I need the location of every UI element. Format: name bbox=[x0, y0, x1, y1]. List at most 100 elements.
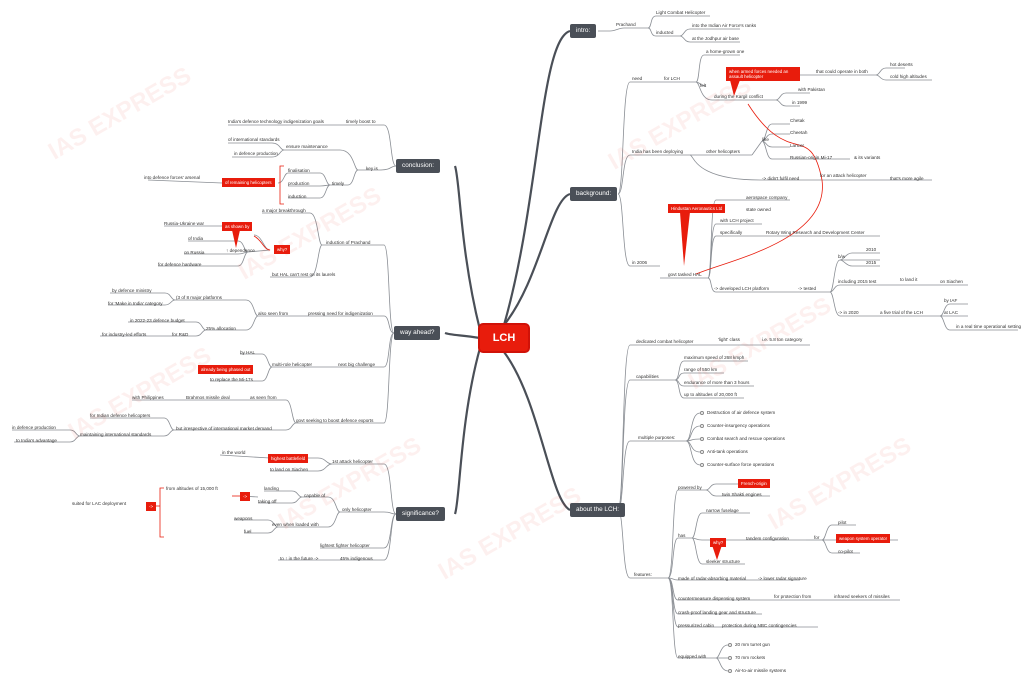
node-govt-seeking[interactable]: govt seeking to boost defence exports bbox=[296, 418, 374, 423]
node-in-world[interactable]: in the world bbox=[222, 450, 246, 455]
node-multi-role[interactable]: multi-role helicopter bbox=[272, 362, 313, 367]
node-by-iaf[interactable]: by IAF bbox=[944, 298, 958, 303]
node-light-combat-helicopter[interactable]: Light Combat Helicopter bbox=[656, 10, 706, 15]
node-by-ministry[interactable]: by defence ministry bbox=[112, 288, 152, 293]
callout-hal[interactable]: Hindustan Aeronautics Ltd bbox=[668, 204, 726, 213]
node-indigenous[interactable]: 45% indigenous bbox=[340, 556, 373, 561]
node-loaded[interactable]: even when loaded with bbox=[272, 522, 319, 527]
node-pilot[interactable]: pilot bbox=[838, 520, 847, 525]
node-capable[interactable]: capable of bbox=[304, 493, 326, 498]
node-chetak[interactable]: Chetak bbox=[790, 118, 805, 123]
node-2020[interactable]: -> in 2020 bbox=[838, 310, 859, 315]
node-missiles[interactable]: Air-to-air missile systems bbox=[728, 668, 786, 674]
node-lch-project[interactable]: with LCH project bbox=[720, 218, 754, 223]
node-endurance[interactable]: endurance of more than 3 hours bbox=[684, 380, 750, 385]
node-to-land[interactable]: to land it bbox=[900, 277, 918, 282]
node-other-helicopters[interactable]: other helicopters bbox=[706, 149, 740, 154]
node-make-in-india[interactable]: for 'Make in India' category bbox=[108, 301, 163, 306]
callout-arrow[interactable]: -> bbox=[240, 492, 251, 501]
node-narrow[interactable]: narrow fuselage bbox=[706, 508, 739, 513]
node-industry-led[interactable]: for industry-led efforts bbox=[102, 332, 147, 337]
node-breakthrough[interactable]: a major breakthrough bbox=[262, 208, 306, 213]
node-operate-both[interactable]: that could operate in both bbox=[816, 69, 868, 74]
node-hot-deserts[interactable]: hot deserts bbox=[890, 62, 913, 67]
node-ensure[interactable]: ensure maintenance bbox=[286, 144, 328, 149]
node-infrared[interactable]: infrared seekers of missiles bbox=[834, 594, 890, 599]
node-timely[interactable]: timely bbox=[332, 181, 344, 186]
node-speed[interactable]: maximum speed of 268 kmph bbox=[684, 355, 745, 360]
node-turret-gun[interactable]: 20 mm turret gun bbox=[728, 642, 770, 648]
node-of-india[interactable]: of India bbox=[188, 236, 204, 241]
topic-background[interactable]: background: bbox=[570, 187, 618, 201]
node-lightest[interactable]: lightest fighter helicopter bbox=[320, 543, 370, 548]
node-2006[interactable]: in 2006 bbox=[632, 260, 648, 265]
node-protection-from[interactable]: for protection from bbox=[774, 594, 812, 599]
callout-arrow-lac[interactable]: -> bbox=[146, 502, 157, 511]
node-1999[interactable]: in 1999 bbox=[792, 100, 808, 105]
node-3-of-8[interactable]: (3 of 8 major platforms bbox=[176, 295, 222, 300]
node-altitudes[interactable]: up to altitudes of 20,000 ft bbox=[684, 392, 737, 397]
node-kargil[interactable]: during the Kargil conflict bbox=[714, 94, 764, 99]
node-dedicated[interactable]: dedicated combat helicopter bbox=[636, 339, 694, 344]
node-tested[interactable]: -> tested bbox=[798, 286, 817, 291]
node-into-iaf[interactable]: into the Indian Air Force's ranks bbox=[692, 23, 757, 28]
node-nbc[interactable]: protection during NBC contingencies bbox=[722, 623, 797, 628]
node-only-helicopter[interactable]: only helicopter bbox=[342, 507, 372, 512]
node-developed[interactable]: -> developed LCH platform bbox=[714, 286, 770, 291]
node-rockets[interactable]: 70 mm rockets bbox=[728, 655, 765, 661]
node-attack-helicopter[interactable]: for an attack helicopter bbox=[820, 173, 867, 178]
callout-french-origin[interactable]: French-origin bbox=[738, 479, 770, 488]
node-purpose-5[interactable]: Counter-surface force operations bbox=[700, 462, 774, 468]
topic-about[interactable]: about the LCH: bbox=[570, 503, 625, 517]
node-suited-lac[interactable]: suited for LAC deployment bbox=[72, 501, 127, 506]
node-didnt-fulfil[interactable]: -> didn't fulfil need bbox=[762, 176, 800, 181]
node-crash-proof[interactable]: crash-proof landing gear and structure bbox=[678, 610, 756, 615]
node-lancer[interactable]: Lancer bbox=[790, 143, 805, 148]
callout-phased-out[interactable]: already being phased out bbox=[198, 365, 254, 374]
node-landing[interactable]: landing bbox=[264, 486, 279, 491]
callout-armed-forces[interactable]: when armed forces needed an assault heli… bbox=[726, 67, 800, 81]
node-timely-boost[interactable]: timely boost to bbox=[346, 119, 376, 124]
node-need[interactable]: need bbox=[632, 76, 643, 81]
node-russia-ukraine[interactable]: Russia-Ukraine war bbox=[164, 221, 205, 226]
node-copilot[interactable]: co-pilot bbox=[838, 549, 853, 554]
node-defence-production[interactable]: in defence production bbox=[234, 151, 278, 156]
node-2015[interactable]: 2015 bbox=[866, 260, 877, 265]
node-replace-mi17[interactable]: to replace the Mi-17s bbox=[210, 377, 253, 382]
node-for-hardware[interactable]: for defence hardware bbox=[158, 262, 202, 267]
node-next-big-challenge[interactable]: next big challenge bbox=[338, 362, 376, 367]
node-arsenal[interactable]: into defence forces' arsenal bbox=[144, 175, 201, 180]
node-budget[interactable]: in 2022-23 defence budget bbox=[130, 318, 185, 323]
node-purpose-4[interactable]: Anti-tank operations bbox=[700, 449, 748, 455]
node-also-seen[interactable]: also seen from bbox=[258, 311, 289, 316]
callout-why-about[interactable]: why? bbox=[710, 538, 727, 547]
node-production[interactable]: production bbox=[288, 181, 310, 186]
topic-way-ahead[interactable]: way ahead? bbox=[394, 326, 441, 340]
node-cheetah[interactable]: Cheetah bbox=[790, 130, 808, 135]
node-sleeker[interactable]: sleeker structure bbox=[706, 559, 740, 564]
node-purpose-2[interactable]: Counter-insurgency operations bbox=[700, 423, 770, 429]
node-weapons[interactable]: weapons bbox=[234, 516, 253, 521]
node-govt-tasked[interactable]: govt tasked HAL bbox=[668, 272, 702, 277]
node-home-grown[interactable]: a home-grown one bbox=[706, 49, 745, 54]
node-real-time[interactable]: in a real time operational setting bbox=[956, 324, 1022, 329]
node-allocation[interactable]: 25% allocation bbox=[206, 326, 236, 331]
node-purpose-1[interactable]: Destruction of air defence system bbox=[700, 410, 775, 416]
node-purposes[interactable]: multiple purposes: bbox=[638, 435, 676, 440]
node-land-siachen[interactable]: to land on Siachen bbox=[270, 467, 309, 472]
callout-remaining-helicopters[interactable]: of remaining helicopters bbox=[222, 178, 275, 187]
node-has[interactable]: has bbox=[678, 533, 686, 538]
node-on-russia[interactable]: on Russia bbox=[184, 250, 205, 255]
node-as-seen-from[interactable]: as seen from bbox=[250, 395, 277, 400]
node-range[interactable]: range of 550 km bbox=[684, 367, 718, 372]
node-indigenization-goals[interactable]: India's defence technology indigenizatio… bbox=[228, 119, 324, 124]
node-in-def-production[interactable]: in defence production bbox=[12, 425, 56, 430]
node-countermeasure[interactable]: countermeasure dispensing system bbox=[678, 596, 751, 601]
node-agile[interactable]: that's more agile bbox=[890, 176, 924, 181]
node-pakistan[interactable]: with Pakistan bbox=[798, 87, 826, 92]
node-taking-off[interactable]: taking off bbox=[258, 499, 277, 504]
node-but-hal[interactable]: but HAL can't rest on its laurels bbox=[272, 272, 336, 277]
node-five-trial[interactable]: a five trial of the LCH bbox=[880, 310, 923, 315]
node-by-hal[interactable]: by HAL bbox=[240, 350, 256, 355]
node-tandem[interactable]: tandem configuration bbox=[746, 536, 789, 541]
